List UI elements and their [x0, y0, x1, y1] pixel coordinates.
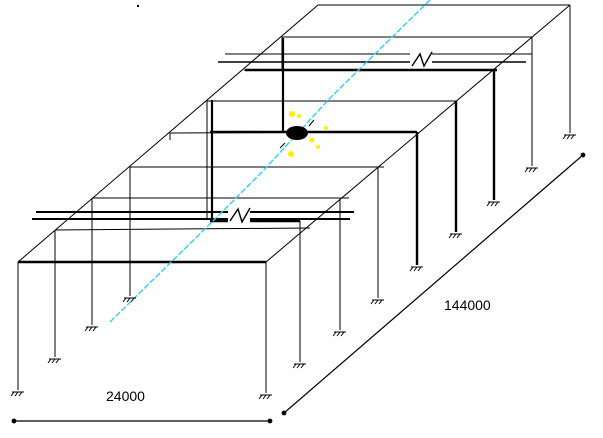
length-dimension-label: 144000	[444, 297, 491, 313]
break-symbol-icon	[228, 50, 433, 225]
overhead-lines-front	[32, 211, 354, 220]
fixed-support-icon	[10, 134, 576, 400]
back-columns	[265, 5, 571, 393]
left-eave	[17, 4, 319, 263]
width-dimension-line	[11, 418, 273, 424]
load-node-icon	[279, 111, 328, 157]
front-columns	[17, 37, 283, 390]
length-dimension-line	[281, 152, 586, 416]
stray-mark	[137, 5, 139, 7]
width-dimension-label: 24000	[106, 388, 145, 404]
overhead-lines-back	[218, 53, 532, 63]
cable-line	[109, 0, 431, 323]
heavy-beams	[18, 68, 497, 264]
